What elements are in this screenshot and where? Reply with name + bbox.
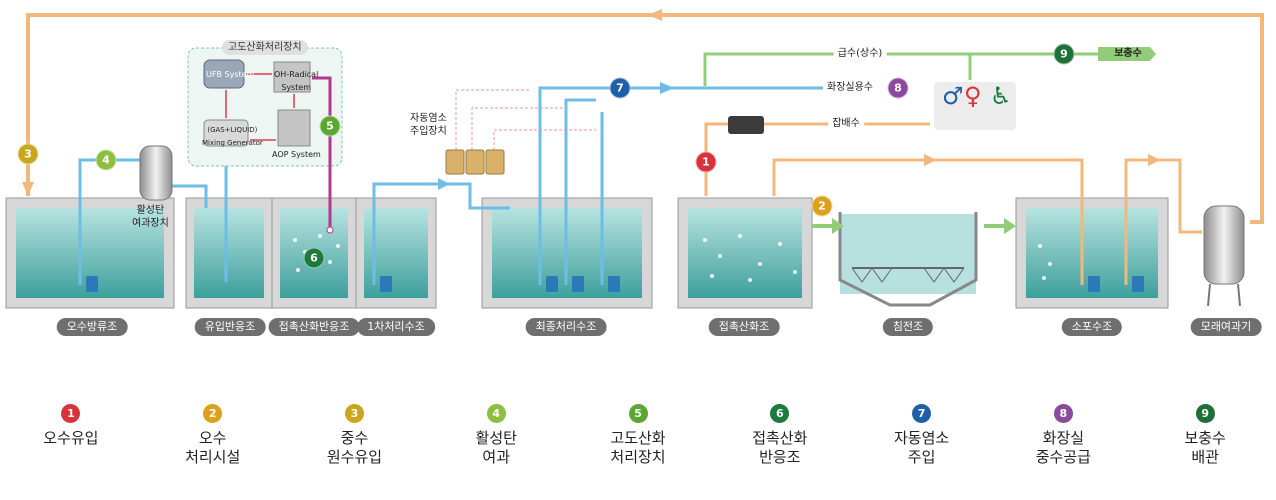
wheelchair-icon: ♿ (990, 82, 1012, 110)
legend-item-5: 5 고도산화 처리장치 (567, 390, 709, 480)
label-jeopchoksanhwabaneungjo: 접촉산화반응조 (268, 318, 360, 336)
legend-num-2: 2 (203, 404, 223, 423)
legend-num-1: 1 (61, 404, 81, 423)
activated-carbon-label: 활성탄 여과장치 (132, 205, 169, 229)
ozone-line (312, 76, 332, 228)
tank-oswabangryujo (5, 197, 175, 309)
toilet-icon-box (934, 82, 1016, 130)
legend-num-7: 7 (912, 404, 932, 423)
marker-6: 6 (303, 247, 325, 269)
oh-radical-label: OH-Radical System (274, 70, 319, 92)
marker-9: 9 (1053, 43, 1075, 65)
label-sopo: 소포수조 (1061, 318, 1123, 336)
aeration-bubbles (293, 234, 1052, 282)
label-chacheori: 1차처리수조 (357, 318, 435, 336)
tank-group (5, 197, 1169, 309)
label-moraeyeogwagi: 모래여과기 (1190, 318, 1262, 336)
legend-text-3: 중수 원수유입 (326, 429, 383, 466)
legend-item-8: 8 화장실 중수공급 (992, 390, 1134, 480)
legend-num-3: 3 (344, 404, 364, 423)
activated-carbon-vessel (139, 145, 173, 201)
marker-7: 7 (609, 77, 631, 99)
sand-filter-vessel (1203, 205, 1245, 307)
legend-item-6: 6 접촉산화 반응조 (709, 390, 851, 480)
misc-drain-label: 잡배수 (828, 117, 864, 131)
chlorine-tanks (445, 149, 505, 175)
marker-2: 2 (811, 195, 833, 217)
tank-chimjeonjo (838, 212, 978, 307)
legend-item-1: 1 오수유입 (0, 390, 142, 480)
pumps (86, 276, 1144, 292)
advanced-oxidation-unit (187, 47, 343, 167)
ufb-label: UFB System (206, 70, 255, 79)
marker-1: 1 (695, 151, 717, 173)
tank-chacheori (355, 197, 437, 309)
label-choejong: 최종처리수조 (525, 318, 607, 336)
diffuser-outlet (326, 226, 334, 234)
legend-num-6: 6 (770, 404, 790, 423)
marker-3: 3 (17, 143, 39, 165)
legend: 1 오수유입 2 오수 처리시설 3 중수 원수유입 4 활성탄 여과 5 고도… (0, 390, 1276, 480)
legend-item-2: 2 오수 처리시설 (142, 390, 284, 480)
strainer (728, 116, 764, 134)
legend-item-4: 4 활성탄 여과 (425, 390, 567, 480)
marker-8: 8 (887, 77, 909, 99)
aop-label: AOP System (272, 150, 321, 159)
legend-text-1: 오수유입 (43, 429, 99, 447)
marker-4: 4 (95, 149, 117, 171)
treated-water-lines (78, 82, 830, 285)
legend-text-7: 자동염소 주입 (893, 429, 950, 466)
label-chimjeonjo: 침전조 (882, 318, 934, 336)
chlorine-dosing-lines (455, 89, 596, 150)
legend-item-3: 3 중수 원수유입 (284, 390, 426, 480)
female-icon: ♀ (964, 82, 982, 110)
label-oswabangryujo: 오수방류조 (56, 318, 128, 336)
legend-text-8: 화장실 중수공급 (1035, 429, 1091, 466)
advanced-box-title: 고도산화처리장치 (222, 40, 308, 55)
return-line (22, 9, 1264, 224)
legend-item-9: 9 보충수 배관 (1134, 390, 1276, 480)
tank-jeopchoksanhwabaneungjo (271, 197, 357, 309)
drain-lines (704, 122, 1202, 285)
legend-item-7: 7 자동염소 주입 (851, 390, 993, 480)
legend-text-5: 고도산화 처리장치 (610, 429, 666, 466)
makeup-label: 보충수 (1114, 48, 1142, 59)
legend-num-8: 8 (1053, 404, 1073, 423)
male-icon: ♂ (942, 82, 964, 110)
diagram-canvas (5, 9, 1264, 309)
legend-text-2: 오수 처리시설 (185, 429, 241, 466)
inflow-arrow-3 (984, 218, 1016, 234)
toilet-water-label: 화장실용수 (823, 81, 877, 95)
legend-num-4: 4 (486, 404, 506, 423)
supply-label: 급수(상수) (833, 47, 887, 61)
legend-text-4: 활성탄 여과 (475, 429, 517, 466)
legend-text-9: 보충수 배관 (1184, 429, 1226, 466)
legend-text-6: 접촉산화 반응조 (752, 429, 808, 466)
label-yuipbaneungjo: 유입반응조 (194, 318, 266, 336)
mixing-label: (GAS+LIQUID) Mixing Generator (202, 126, 263, 147)
supply-line (703, 47, 1156, 86)
tank-yuipbaneungjo (185, 197, 273, 309)
chlorine-injector-label: 자동염소 주입장치 (410, 113, 447, 137)
marker-5: 5 (319, 115, 341, 137)
inflow-arrow-2 (812, 218, 844, 234)
label-jeopchoksanhwajo: 접촉산화조 (708, 318, 780, 336)
legend-num-9: 9 (1195, 404, 1215, 423)
legend-num-5: 5 (628, 404, 648, 423)
tank-jeopchoksanhwajo (677, 197, 813, 309)
